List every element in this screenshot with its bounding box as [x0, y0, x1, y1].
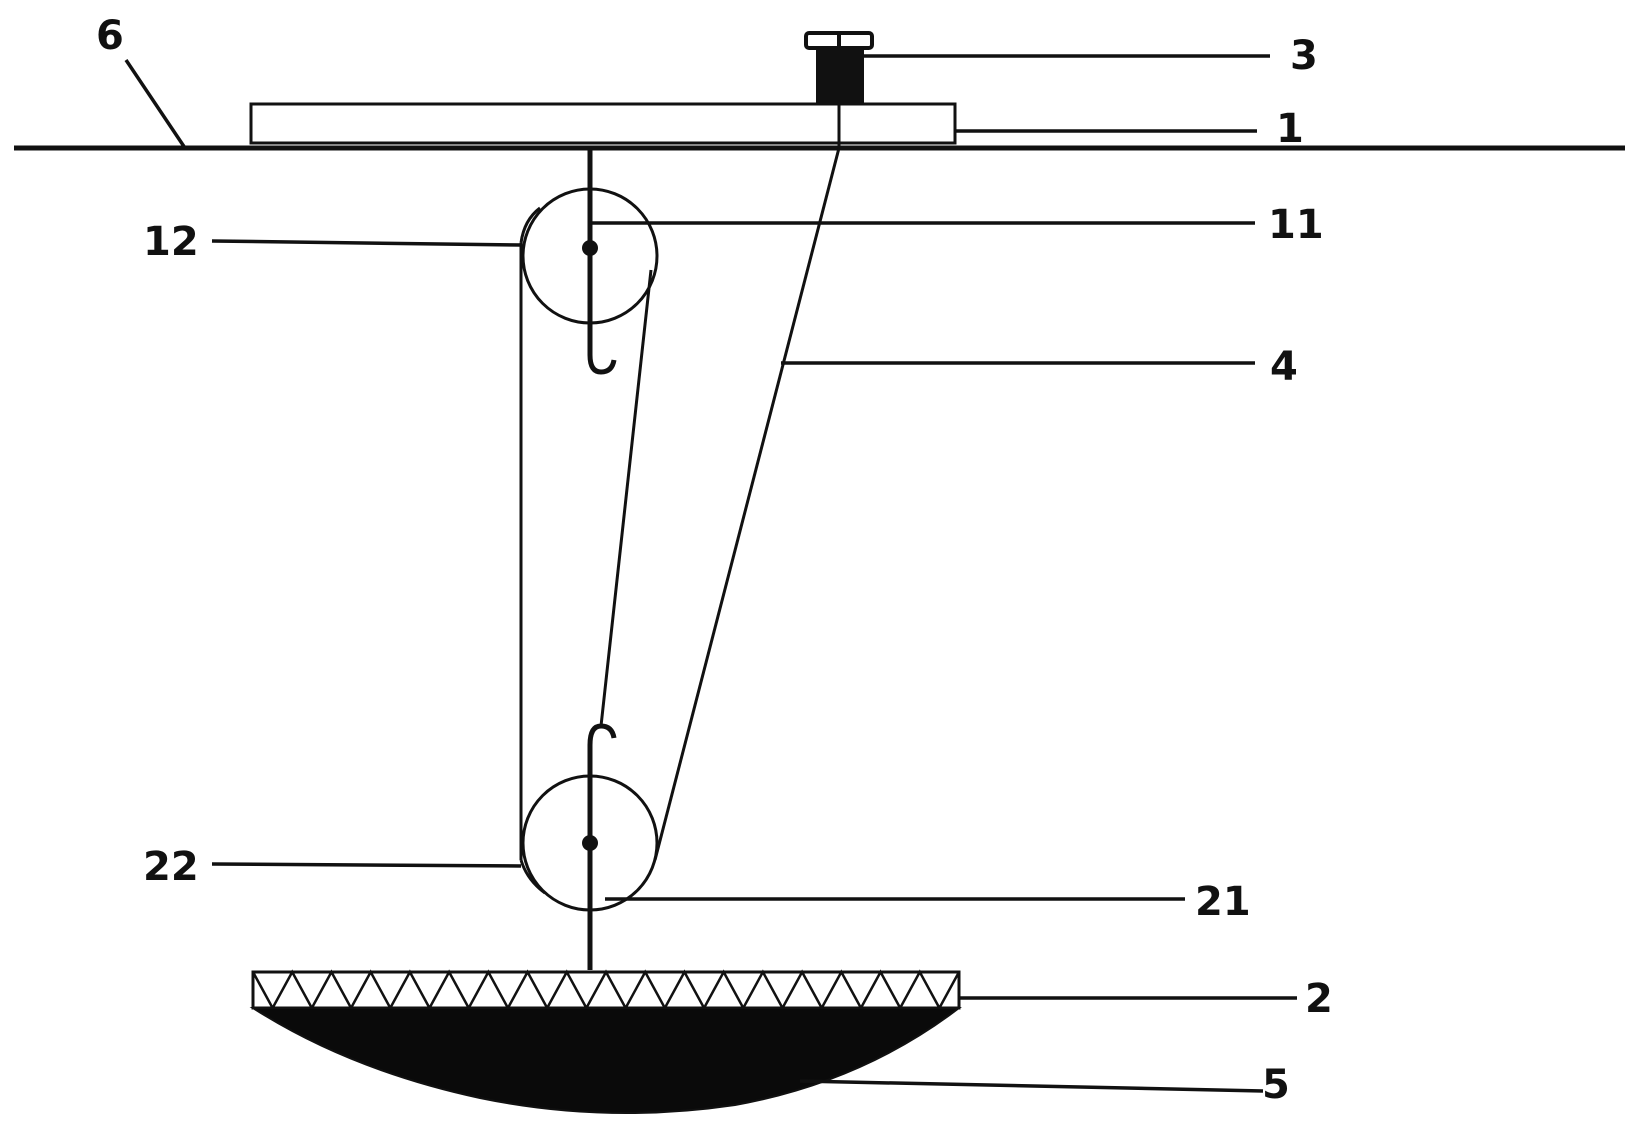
- label-1: 1: [1276, 106, 1304, 152]
- upper-hook: [587, 354, 617, 375]
- upper-pulley-pin: [582, 240, 598, 256]
- label-21: 21: [1195, 879, 1251, 925]
- label-11: 11: [1268, 202, 1324, 248]
- lower-pulley-pin: [582, 835, 598, 851]
- rope-main-segment: [653, 147, 841, 861]
- net-teeth-zigzag: [251, 969, 961, 1011]
- label-6: 6: [96, 13, 124, 59]
- label-5: 5: [1262, 1062, 1290, 1108]
- label-3: 3: [1290, 33, 1318, 79]
- rope-cross-segment: [599, 269, 653, 727]
- rope-upper-left-wrap: [519, 206, 541, 244]
- net-teeth: [251, 969, 961, 1011]
- platform: [249, 102, 957, 145]
- label-22: 22: [143, 844, 199, 890]
- sediment-mass: [249, 1007, 962, 1115]
- leader-6: [124, 59, 187, 149]
- label-2: 2: [1305, 976, 1333, 1022]
- label-12: 12: [143, 219, 199, 265]
- net-frame: [251, 970, 961, 1010]
- label-4: 4: [1270, 344, 1298, 390]
- rope-lower-left-wrap: [519, 859, 546, 895]
- leader-12: [211, 239, 522, 247]
- leader-5: [799, 1079, 1264, 1093]
- winch-block: [816, 46, 864, 104]
- leader-22: [211, 862, 522, 868]
- lower-hook: [587, 723, 617, 746]
